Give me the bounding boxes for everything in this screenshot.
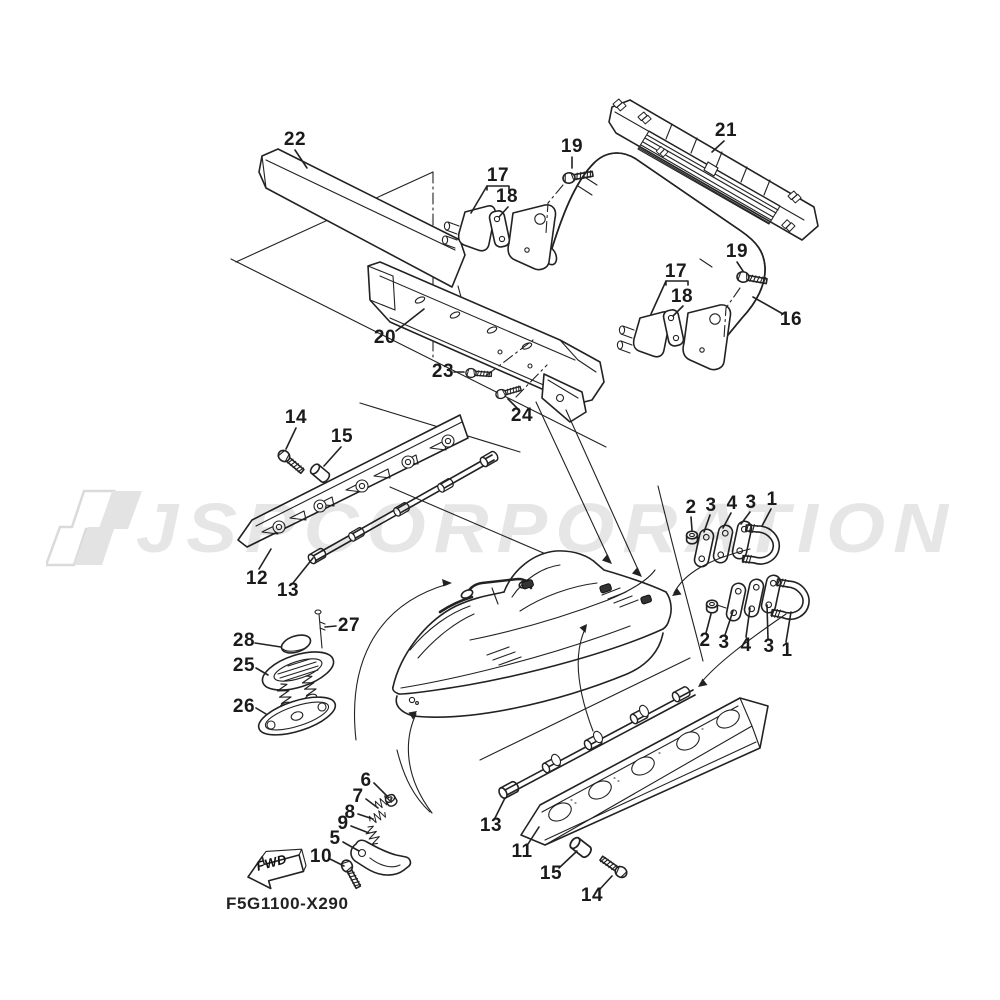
bow-hook-parts — [338, 749, 431, 891]
brackets-17-18-upper — [441, 167, 595, 271]
part-21-step-plate — [608, 96, 819, 241]
pointer-arrows — [354, 401, 787, 814]
part-20-bracket — [367, 261, 605, 423]
leader-lines — [254, 140, 792, 890]
part-12-rail — [237, 414, 501, 566]
hook-parts-upper — [685, 519, 783, 569]
fwd-arrow — [247, 848, 307, 890]
cleat-assembly — [257, 609, 337, 736]
diagram-code: F5G1100-X290 — [226, 894, 349, 913]
watercraft — [391, 550, 672, 718]
hook-parts-lower — [705, 573, 814, 624]
brackets-17-18-lower — [616, 270, 769, 371]
part-11-rail — [496, 684, 769, 881]
part-22-mat — [258, 148, 466, 288]
